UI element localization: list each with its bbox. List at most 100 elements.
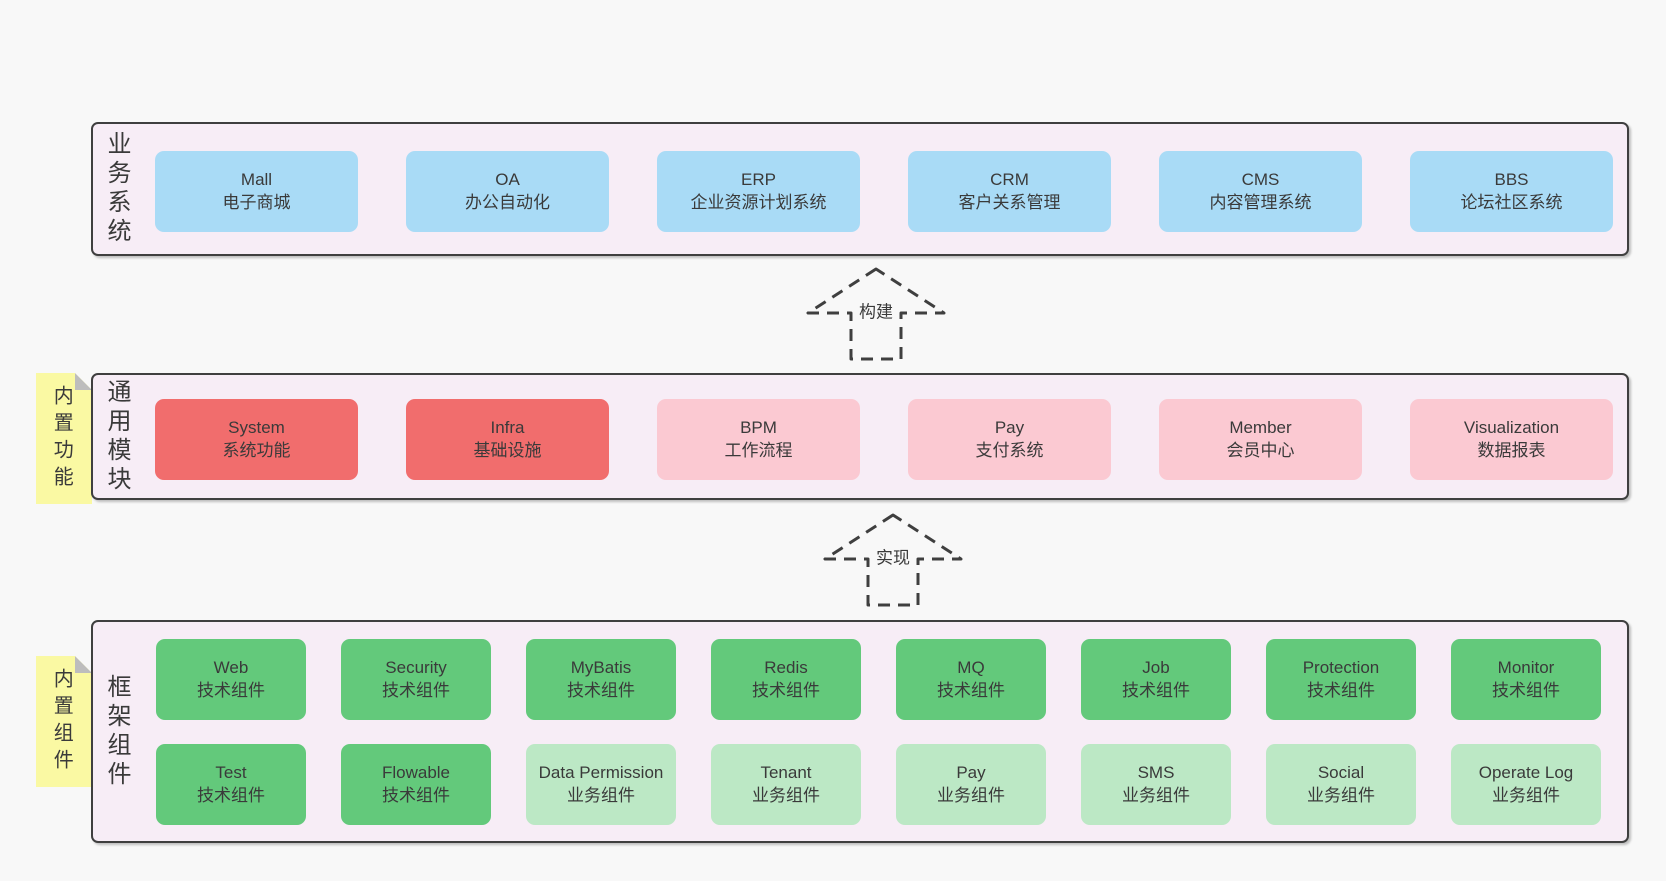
box-crm: CRM 客户关系管理 bbox=[908, 151, 1111, 232]
box-title: Infra bbox=[490, 418, 525, 438]
box-subtitle: 业务组件 bbox=[1307, 785, 1375, 805]
box-subtitle: 企业资源计划系统 bbox=[690, 192, 827, 212]
box-title: System bbox=[228, 418, 285, 438]
box-subtitle: 技术组件 bbox=[382, 680, 450, 700]
box-subtitle: 技术组件 bbox=[382, 785, 450, 805]
panel-label: 框架组件 bbox=[103, 673, 130, 790]
box-test: Test 技术组件 bbox=[156, 744, 306, 825]
box-web: Web 技术组件 bbox=[156, 639, 306, 720]
box-infra: Infra 基础设施 bbox=[406, 399, 609, 480]
box-subtitle: 技术组件 bbox=[197, 680, 265, 700]
box-mall: Mall 电子商城 bbox=[155, 151, 358, 232]
box-pay-system: Pay 支付系统 bbox=[908, 399, 1111, 480]
box-subtitle: 电子商城 bbox=[222, 192, 291, 212]
box-subtitle: 论坛社区系统 bbox=[1460, 192, 1563, 212]
box-title: Security bbox=[385, 658, 447, 678]
box-title: Social bbox=[1317, 763, 1365, 783]
up-arrow-icon bbox=[823, 513, 963, 607]
box-title: MQ bbox=[957, 658, 985, 678]
box-title: Flowable bbox=[381, 763, 451, 783]
sticky-note-text: 内置功能 bbox=[50, 384, 73, 493]
box-social: Social 业务组件 bbox=[1266, 744, 1416, 825]
box-protection: Protection 技术组件 bbox=[1266, 639, 1416, 720]
box-title: Monitor bbox=[1497, 658, 1555, 678]
box-flowable: Flowable 技术组件 bbox=[341, 744, 491, 825]
box-title: Test bbox=[215, 763, 247, 783]
box-title: Mall bbox=[240, 170, 273, 190]
box-subtitle: 技术组件 bbox=[197, 785, 265, 805]
panel-label: 通用模块 bbox=[103, 378, 130, 495]
box-system: System 系统功能 bbox=[155, 399, 358, 480]
box-title: Protection bbox=[1302, 658, 1380, 678]
box-job: Job 技术组件 bbox=[1081, 639, 1231, 720]
box-title: Tenant bbox=[760, 763, 812, 783]
folded-corner-icon bbox=[75, 373, 92, 390]
box-subtitle: 内容管理系统 bbox=[1209, 192, 1312, 212]
box-bpm: BPM 工作流程 bbox=[657, 399, 860, 480]
box-title: CRM bbox=[990, 170, 1029, 190]
box-subtitle: 数据报表 bbox=[1477, 440, 1546, 460]
build-arrow: 构建 bbox=[796, 266, 956, 362]
box-subtitle: 工作流程 bbox=[724, 440, 793, 460]
box-title: OA bbox=[495, 170, 520, 190]
modules-boxes-row: System 系统功能 Infra 基础设施 BPM 工作流程 Pay 支付系统… bbox=[155, 399, 1613, 480]
box-tenant: Tenant 业务组件 bbox=[711, 744, 861, 825]
box-subtitle: 系统功能 bbox=[222, 440, 291, 460]
box-subtitle: 业务组件 bbox=[752, 785, 820, 805]
box-title: BPM bbox=[740, 418, 777, 438]
panel-label: 业务系统 bbox=[103, 131, 130, 247]
folded-corner-icon bbox=[75, 656, 92, 673]
sticky-note-builtin-components: 内置组件 bbox=[36, 656, 92, 787]
business-boxes-row: Mall 电子商城 OA 办公自动化 ERP 企业资源计划系统 CRM 客户关系… bbox=[155, 151, 1613, 232]
box-redis: Redis 技术组件 bbox=[711, 639, 861, 720]
box-subtitle: 业务组件 bbox=[1122, 785, 1190, 805]
box-title: Pay bbox=[994, 418, 1025, 438]
box-subtitle: 技术组件 bbox=[567, 680, 635, 700]
box-data-permission: Data Permission 业务组件 bbox=[526, 744, 676, 825]
box-cms: CMS 内容管理系统 bbox=[1159, 151, 1362, 232]
implement-arrow: 实现 bbox=[813, 512, 973, 608]
sticky-note-text: 内置组件 bbox=[50, 667, 73, 776]
box-subtitle: 业务组件 bbox=[937, 785, 1005, 805]
box-title: Redis bbox=[764, 658, 808, 678]
box-title: Pay bbox=[956, 763, 986, 783]
box-title: ERP bbox=[741, 170, 776, 190]
box-subtitle: 办公自动化 bbox=[465, 192, 550, 212]
box-security: Security 技术组件 bbox=[341, 639, 491, 720]
box-subtitle: 技术组件 bbox=[1122, 680, 1190, 700]
components-row-1: Web 技术组件 Security 技术组件 MyBatis 技术组件 Redi… bbox=[156, 639, 1601, 720]
box-subtitle: 技术组件 bbox=[937, 680, 1005, 700]
box-subtitle: 技术组件 bbox=[1492, 680, 1560, 700]
box-subtitle: 技术组件 bbox=[1307, 680, 1375, 700]
box-title: Visualization bbox=[1463, 418, 1560, 438]
box-subtitle: 支付系统 bbox=[975, 440, 1044, 460]
box-sms: SMS 业务组件 bbox=[1081, 744, 1231, 825]
box-subtitle: 会员中心 bbox=[1226, 440, 1295, 460]
box-pay-component: Pay 业务组件 bbox=[896, 744, 1046, 825]
box-title: Job bbox=[1142, 658, 1170, 678]
box-title: BBS bbox=[1494, 170, 1529, 190]
box-title: MyBatis bbox=[570, 658, 632, 678]
box-title: Operate Log bbox=[1478, 763, 1574, 783]
box-mq: MQ 技术组件 bbox=[896, 639, 1046, 720]
box-mybatis: MyBatis 技术组件 bbox=[526, 639, 676, 720]
sticky-note-builtin-features: 内置功能 bbox=[36, 373, 92, 504]
box-title: Member bbox=[1229, 418, 1292, 438]
box-member: Member 会员中心 bbox=[1159, 399, 1362, 480]
box-operate-log: Operate Log 业务组件 bbox=[1451, 744, 1601, 825]
panel-framework-components: 框架组件 Web 技术组件 Security 技术组件 MyBatis 技术组件… bbox=[91, 620, 1629, 843]
panel-business-systems: 业务系统 Mall 电子商城 OA 办公自动化 ERP 企业资源计划系统 CRM… bbox=[91, 122, 1629, 256]
components-row-2: Test 技术组件 Flowable 技术组件 Data Permission … bbox=[156, 744, 1601, 825]
box-title: Web bbox=[213, 658, 249, 678]
box-title: SMS bbox=[1137, 763, 1175, 783]
box-oa: OA 办公自动化 bbox=[406, 151, 609, 232]
up-arrow-icon bbox=[806, 267, 946, 361]
box-subtitle: 业务组件 bbox=[567, 785, 635, 805]
arrow-label: 实现 bbox=[873, 540, 913, 572]
box-title: CMS bbox=[1241, 170, 1280, 190]
box-visualization: Visualization 数据报表 bbox=[1410, 399, 1613, 480]
box-title: Data Permission bbox=[538, 763, 664, 783]
panel-common-modules: 通用模块 System 系统功能 Infra 基础设施 BPM 工作流程 Pay… bbox=[91, 373, 1629, 500]
box-subtitle: 技术组件 bbox=[752, 680, 820, 700]
